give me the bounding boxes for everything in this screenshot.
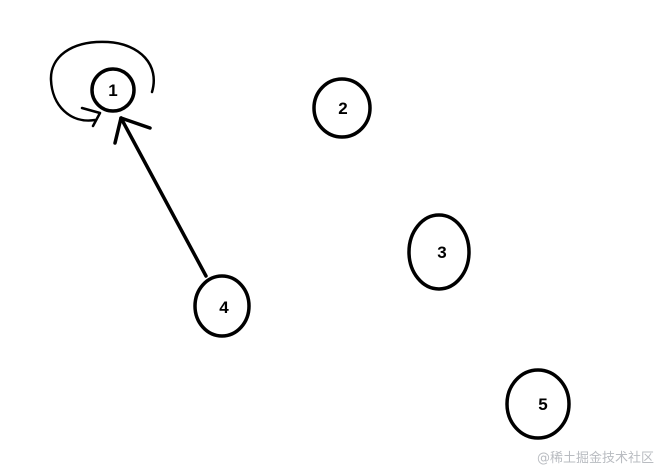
- node-3-circle: [407, 213, 471, 291]
- self-loop-arrowhead: [80, 106, 102, 128]
- node-3-label: 3: [437, 243, 446, 262]
- node-1-circle: [90, 67, 136, 113]
- node-3: 3: [407, 213, 471, 291]
- node-2-label: 2: [338, 99, 347, 118]
- node-4: 4: [193, 274, 251, 338]
- watermark: @稀土掘金技术社区: [536, 451, 654, 466]
- node-1-label: 1: [108, 81, 117, 100]
- node-4-label: 4: [219, 298, 229, 317]
- edge-4-to-1-arrowhead: [113, 116, 152, 145]
- node-2: 2: [312, 77, 372, 139]
- self-loop-edge: [49, 40, 155, 122]
- node-4-circle: [193, 274, 251, 338]
- node-5-label: 5: [538, 395, 547, 414]
- node-1: 1: [90, 67, 136, 113]
- node-5-circle: [505, 368, 571, 440]
- node-2-circle: [312, 77, 372, 139]
- edge-4-to-1: [119, 116, 208, 278]
- node-5: 5: [505, 368, 571, 440]
